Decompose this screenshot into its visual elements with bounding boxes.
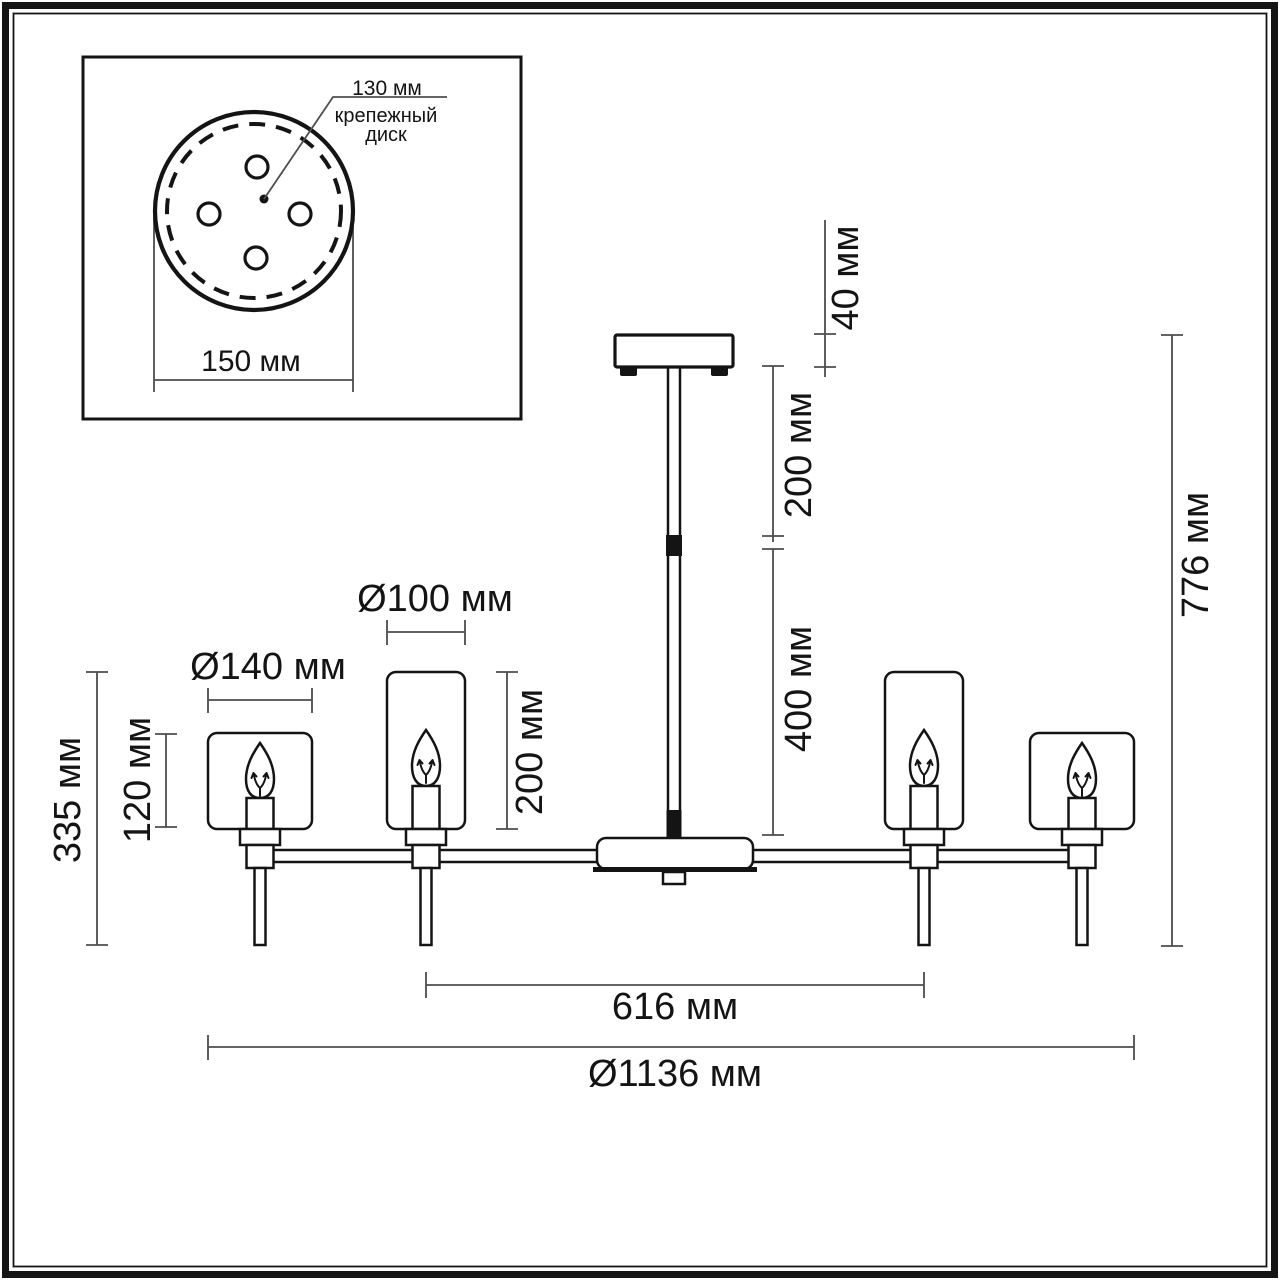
inner-frame [12,12,1268,1268]
dim-line-inner-shade-height [496,671,518,830]
label-overall-diameter: Ø1136 мм [588,1053,762,1095]
lamp-1 [206,731,314,947]
lamp-4 [1028,731,1136,947]
label-inner-shade-diameter: Ø100 мм [357,578,513,620]
dim-line-canopy-height [814,220,836,377]
mounting-hole-right [287,201,313,227]
canopy-outline-circle [152,109,356,313]
label-disk-diameter: 130 мм [352,77,422,100]
dimension-lines [86,220,1183,1060]
hanger-rod [666,365,682,840]
dim-line-outer-shade-diameter [207,688,313,713]
dim-line-lower-rod [762,548,784,836]
label-disk-name-line2: диск [365,124,407,146]
canopy-bolt-left [620,366,637,376]
dim-line-lamp-assembly-height [86,671,108,946]
hub-finial-tab [661,870,687,886]
mounting-hole-left [196,201,222,227]
label-disk-name-line1: крепежный [335,105,438,127]
label-canopy-diameter: 150 мм [201,345,301,378]
mounting-hole-bottom [243,245,269,271]
label-total-height: 776 мм [1175,492,1217,618]
dim-line-inner-shade-diameter [386,620,466,645]
lamp-3 [883,670,965,947]
dim-line-canopy-diameter [153,212,354,392]
rod-connector-upper [666,535,682,556]
label-outer-shade-diameter: Ø140 мм [190,646,346,688]
dim-line-overall-diameter [207,1035,1135,1060]
label-outer-shade-height: 120 мм [117,717,159,843]
dim-line-outer-shade-height [155,733,177,828]
center-hub [595,836,755,871]
mounting-disk-inset: 130 мм крепежный диск 150 мм [81,55,523,421]
label-canopy-height: 40 мм [825,225,867,330]
ceiling-canopy [613,333,735,369]
fixture [206,333,1136,947]
canopy-bolt-right [711,366,728,376]
dim-line-inner-lamp-span [425,972,925,998]
label-inner-shade-height: 200 мм [509,689,551,815]
label-lower-rod: 400 мм [778,626,820,752]
label-upper-rod: 200 мм [778,392,820,518]
dim-line-total-height [1161,334,1183,947]
lamp-2 [385,670,467,947]
mounting-disk-dashed-circle [165,122,343,300]
dimension-labels: 40 мм 200 мм 400 мм 776 мм Ø140 мм Ø100 … [47,225,1217,1095]
dim-line-upper-rod [762,365,784,542]
rod-connector-lower [666,810,682,838]
mounting-hole-top [244,154,270,180]
label-lamp-assembly-height: 335 мм [47,737,89,863]
label-inner-lamp-span: 616 мм [612,986,738,1028]
leader-line-mounting-disk [263,96,447,200]
